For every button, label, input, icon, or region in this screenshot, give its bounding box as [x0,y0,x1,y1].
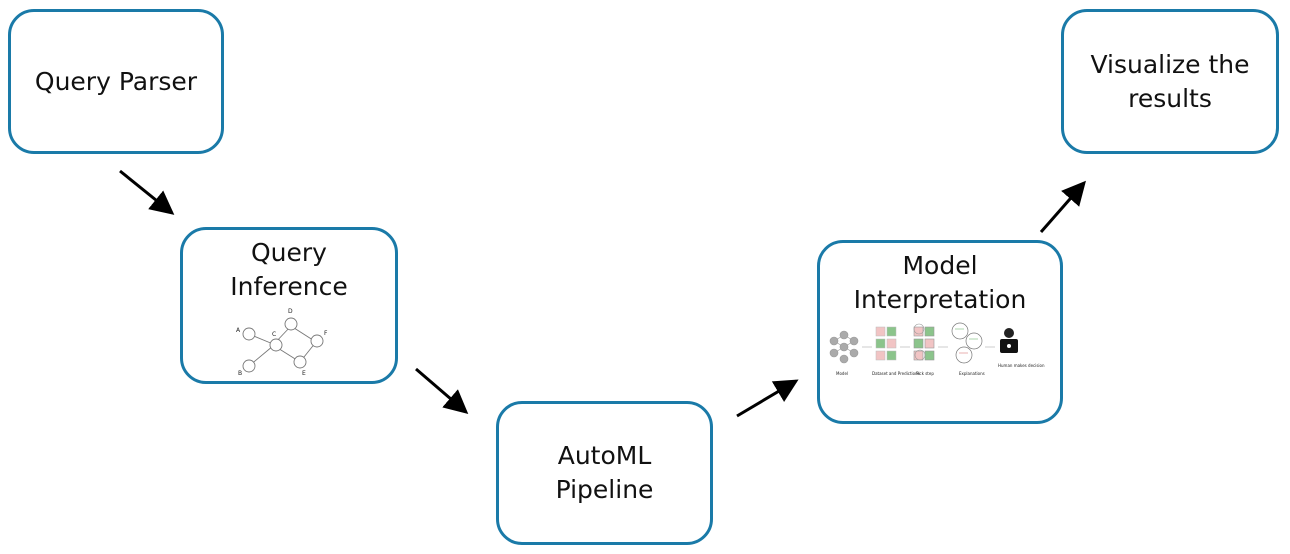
model-interpretation-box: Model Interpretation Model Dataset and P… [817,240,1063,424]
pick-step-icon [913,323,935,361]
automl-pipeline-label-line2: Pipeline [555,475,654,504]
interpretation-pipeline-illustration: Model Dataset and Predictions Pick step … [829,322,1045,376]
step-label-model: Model [836,371,848,376]
visualize-results-box: Visualize the results [1061,9,1279,154]
graph-label-c: C [272,331,276,338]
query-inference-label-line1: Query [251,238,327,267]
query-parser-box: Query Parser [8,9,224,154]
query-inference-label-line2: Inference [230,272,348,301]
dataset-predictions-icon [875,326,897,361]
automl-pipeline-label: AutoML Pipeline [556,439,654,507]
visualize-results-label-line1: Visualize the [1090,49,1250,79]
visualize-results-label: Visualize the results [1090,48,1249,116]
graph-node-d [284,317,298,331]
model-interpretation-label-line2: Interpretation [853,285,1027,314]
graph-node-b [242,359,256,373]
graph-label-a: A [236,327,241,334]
model-network-icon [829,330,859,364]
automl-pipeline-box: AutoML Pipeline [496,401,713,545]
query-inference-box: Query Inference A B C D E F [180,227,398,384]
visualize-results-label-line2: results [1128,83,1212,113]
human-decision-icon [1000,328,1018,353]
graph-node-e [293,355,307,369]
graph-label-e: E [302,370,306,377]
step-label-explanations: Explanations [959,371,985,376]
graph-node-c [269,338,283,352]
causal-graph-illustration: A B C D E F [236,308,328,377]
arrow-automl-to-interpretation [736,379,799,418]
graph-label-b: B [238,370,242,377]
graph-node-f [310,334,324,348]
graph-node-a [242,327,256,341]
automl-pipeline-label-line1: AutoML [557,441,652,470]
step-label-dataset: Dataset and Predictions [872,371,920,376]
arrow-inference-to-automl [415,367,469,414]
model-interpretation-label: Model Interpretation [854,249,1027,317]
graph-label-d: D [288,308,293,315]
step-label-pick: Pick step [916,371,934,376]
model-interpretation-label-line1: Model [902,251,978,280]
arrow-parser-to-inference [119,169,175,215]
query-parser-label: Query Parser [34,66,198,96]
explanations-icon [951,322,983,364]
graph-label-f: F [324,330,328,337]
query-inference-label: Query Inference [230,236,347,304]
arrow-interpretation-to-visualize [1039,180,1086,233]
step-label-human: Human makes decision [998,363,1045,368]
